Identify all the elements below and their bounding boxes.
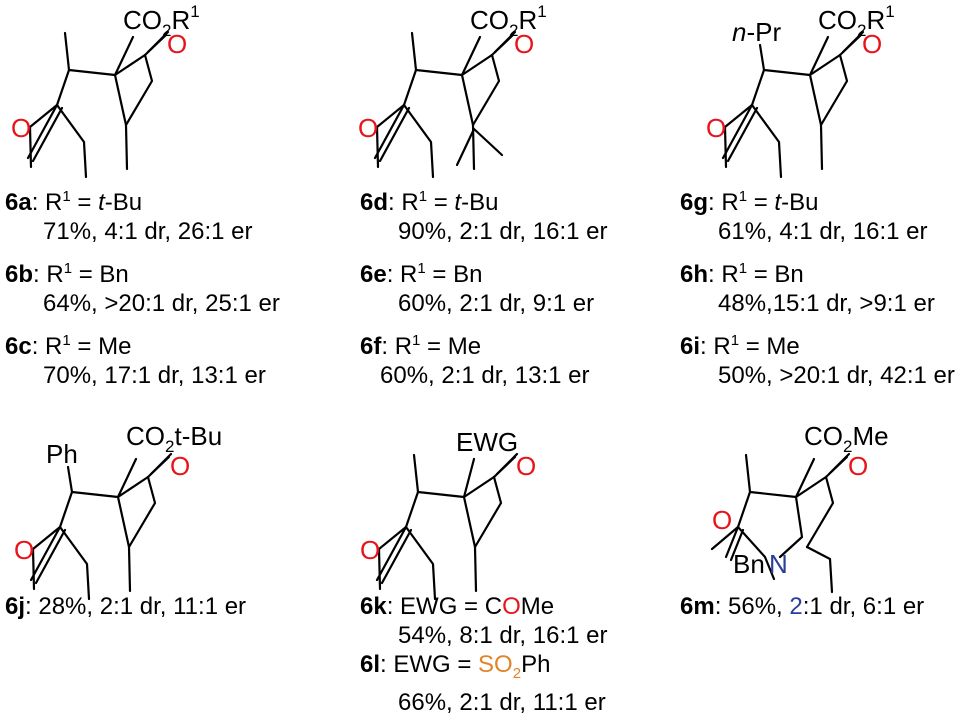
svg-text:CO2t-Bu: CO2t-Bu [126, 421, 222, 456]
caption-6j: 6j: 28%, 2:1 dr, 11:1 er [5, 593, 247, 620]
caption-6k: 6k: EWG = COMe 54%, 8:1 dr, 16:1 er [360, 593, 608, 649]
oxygen-label: O [14, 535, 34, 565]
svg-text:Bn: Bn [733, 549, 765, 579]
oxygen-label: O [360, 535, 380, 565]
caption-6b: 6b: R1 = Bn 64%, >20:1 dr, 25:1 er [5, 260, 280, 317]
oxygen-label: O [502, 593, 521, 620]
structure-6kl: EWG O O [360, 427, 536, 601]
structure-6g: n-Pr CO2R1 O O [706, 2, 895, 179]
caption-6g: 6g: R1 = t-Bu 61%, 4:1 dr, 16:1 er [680, 188, 928, 245]
svg-text:CO2R1: CO2R1 [123, 2, 200, 40]
oxygen-label: O [170, 451, 190, 481]
structure-6d: CO2R1 O O [358, 2, 547, 179]
nitrogen-label: N [769, 549, 788, 579]
caption-6m: 6m: 56%, 2:1 dr, 6:1 er [680, 593, 925, 620]
svg-text:CO2R1: CO2R1 [470, 2, 547, 40]
caption-6a: 6a: R1 = t-Bu 71%, 4:1 dr, 26:1 er [5, 188, 253, 245]
oxygen-label: O [514, 29, 534, 59]
caption-6d: 6d: R1 = t-Bu 90%, 2:1 dr, 16:1 er [360, 188, 608, 245]
oxygen-label: O [862, 29, 882, 59]
caption-6e: 6e: R1 = Bn 60%, 2:1 dr, 9:1 er [360, 260, 595, 317]
caption-6c: 6c: R1 = Me 70%, 17:1 dr, 13:1 er [5, 332, 266, 389]
oxygen-label: O [358, 113, 378, 143]
oxygen-label: O [11, 113, 31, 143]
caption-6i: 6i: R1 = Me 50%, >20:1 dr, 42:1 er [680, 332, 955, 389]
structure-6j: Ph CO2t-Bu O O [14, 421, 222, 601]
svg-text:CO2Me: CO2Me [804, 421, 889, 456]
svg-text:n-Pr: n-Pr [732, 17, 781, 47]
caption-6l: 6l: EWG = SO2Ph 66%, 2:1 dr, 11:1 er [360, 651, 606, 716]
caption-6h: 6h: R1 = Bn 48%,15:1 dr, >9:1 er [680, 260, 935, 317]
structure-6a: CO2R1 O O [11, 2, 200, 179]
caption-6f: 6f: R1 = Me 60%, 2:1 dr, 13:1 er [360, 332, 590, 389]
oxygen-label: O [712, 505, 732, 535]
svg-text:EWG: EWG [456, 427, 518, 457]
oxygen-label: O [848, 451, 868, 481]
sulfonyl-label: SO [478, 651, 513, 678]
oxygen-label: O [516, 451, 536, 481]
oxygen-label: O [167, 29, 187, 59]
svg-text:CO2R1: CO2R1 [818, 2, 895, 40]
structure-6m: CO2Me O O Bn N [710, 421, 889, 594]
oxygen-label: O [706, 113, 726, 143]
svg-text:Ph: Ph [46, 439, 78, 469]
